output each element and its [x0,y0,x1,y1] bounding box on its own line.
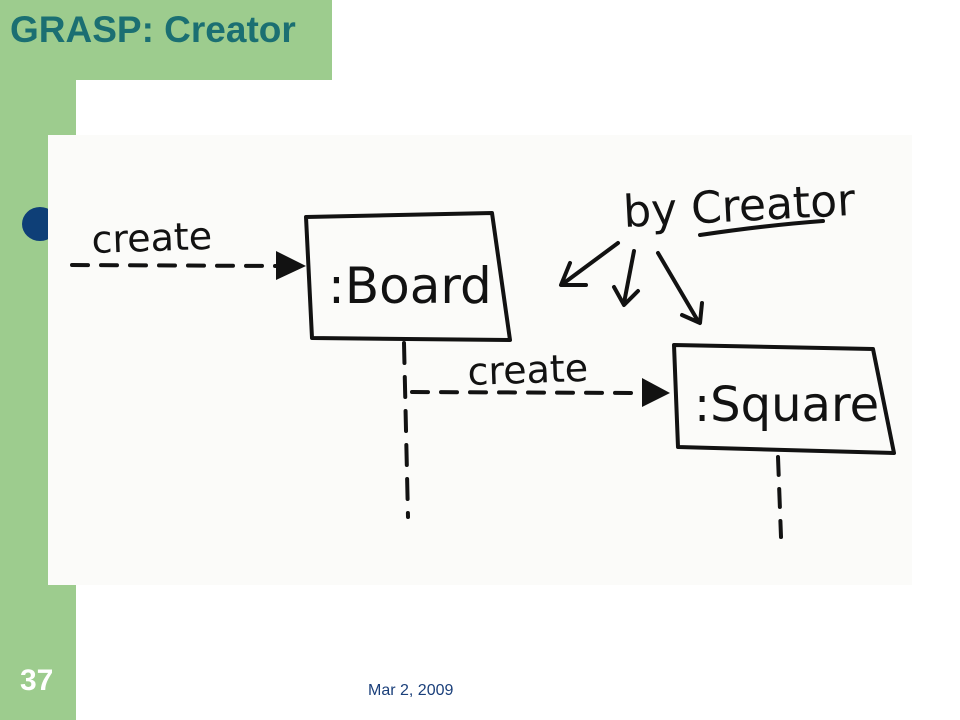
pointer-arrow-down [622,249,636,305]
board-object-box [304,211,512,342]
slide-title: GRASP: Creator [10,9,296,50]
pointer-arrowhead-to-board [559,261,588,287]
message-arrowhead-2 [642,378,670,407]
message-arrow-line-1 [70,263,284,268]
message-arrow-line-2 [410,390,646,395]
board-lifeline [402,341,410,519]
message-label-create-1: create [91,214,213,262]
square-object-box [672,343,896,455]
green-title-band [0,0,332,80]
square-lifeline [776,455,783,539]
creator-annotation: by Creator [622,175,857,238]
pointer-arrow-to-square [656,251,700,323]
slide-number: 37 [20,664,54,697]
pointer-arrow-to-board [562,241,620,285]
board-object-label: :Board [328,257,492,315]
annotation-underline [698,219,825,237]
square-object-label: :Square [694,377,879,433]
pointer-arrowhead-down [612,285,640,307]
message-label-create-2: create [467,346,589,394]
hand-drawn-sequence-diagram: create :Board create :Square by Creator [48,135,912,585]
pointer-arrowhead-to-square [680,301,704,325]
slide-date: Mar 2, 2009 [368,682,454,699]
message-arrowhead-1 [276,251,306,280]
